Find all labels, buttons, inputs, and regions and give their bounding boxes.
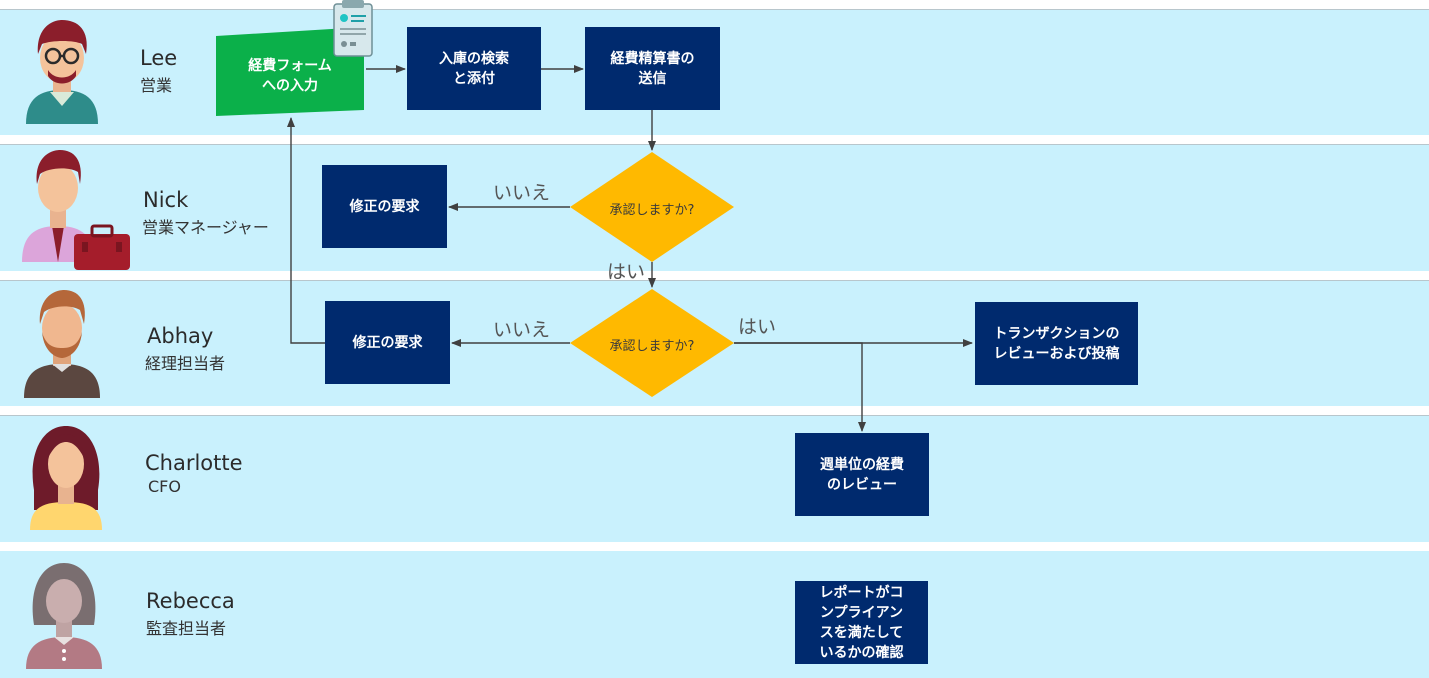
- lane-name-rebecca: Rebecca: [146, 589, 235, 613]
- decision-abhay-shape: [570, 289, 734, 397]
- decision-nick-label: 承認しますか?: [609, 203, 695, 218]
- edge-label-abhay-yes: はい: [738, 316, 777, 338]
- weekly-review-node: 週単位の経費 のレビュー: [795, 433, 929, 516]
- lane-role-lee: 営業: [140, 76, 173, 95]
- search-attach-node: 入庫の検索 と添付: [407, 27, 541, 110]
- avatar-nick-icon: [22, 150, 130, 270]
- lane-name-charlotte: Charlotte: [145, 451, 243, 475]
- lane-role-rebecca: 監査担当者: [146, 619, 227, 638]
- request-fix-abhay-node: 修正の要求: [325, 301, 450, 384]
- avatar-abhay-icon: [24, 290, 100, 398]
- decision-abhay-label: 承認しますか?: [609, 339, 695, 354]
- lane-role-nick: 営業マネージャー: [142, 218, 269, 237]
- lane-rebecca: [0, 551, 1429, 678]
- edge-label-nick-yes: はい: [607, 261, 646, 283]
- lane-name-nick: Nick: [143, 188, 189, 212]
- lane-charlotte: [0, 416, 1429, 542]
- document-icon: [333, 0, 373, 57]
- lane-name-abhay: Abhay: [147, 324, 214, 348]
- compliance-check-node: レポートがコ ンプライアン スを満たして いるかの確認: [795, 581, 928, 664]
- avatar-rebecca-icon: [26, 563, 102, 669]
- lane-name-lee: Lee: [140, 46, 178, 70]
- review-post-node: トランザクションの レビューおよび投稿: [975, 302, 1138, 385]
- edge-label-abhay-no: いいえ: [493, 319, 551, 341]
- lane-role-abhay: 経理担当者: [145, 354, 226, 373]
- avatar-charlotte-icon: [30, 426, 102, 530]
- lane-role-charlotte: CFO: [148, 477, 181, 496]
- edge-label-nick-no: いいえ: [493, 182, 551, 204]
- avatar-lee-icon: [26, 20, 98, 124]
- decision-nick-shape: [570, 152, 734, 262]
- request-fix-nick-node: 修正の要求: [322, 165, 447, 248]
- edge-abhay-yes-to-weekly: [734, 342, 866, 432]
- expense-form-node: 経費フォーム への入力: [248, 58, 332, 94]
- edge-fix-back-to-form: [287, 117, 325, 344]
- send-report-node: 経費精算書の 送信: [585, 27, 720, 110]
- expense-form-shape: [216, 27, 364, 116]
